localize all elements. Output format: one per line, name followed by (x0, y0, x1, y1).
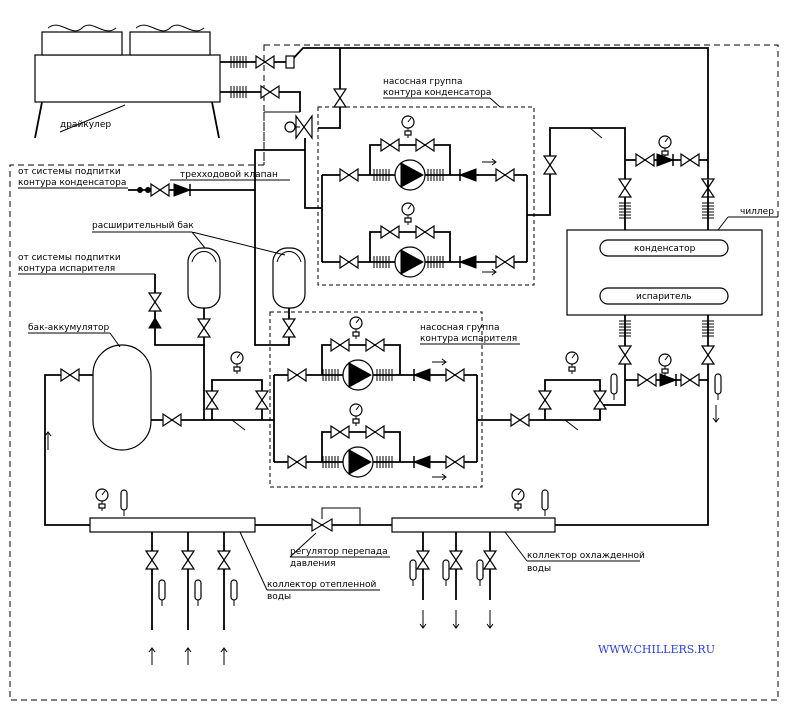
heated-collector-label-1: коллектор отепленной (267, 580, 376, 590)
condenser-return-valve[interactable] (543, 155, 557, 175)
chilled-collector-branch-1 (409, 532, 430, 629)
condenser-makeup-label-1: от системы подпитки (18, 167, 121, 177)
condenser-label: конденсатор (634, 244, 696, 254)
evaporator-pump-group (269, 311, 483, 488)
condenser-pump1-inlet-valve[interactable] (339, 168, 359, 182)
drycooler (34, 24, 221, 139)
condenser-pump-2[interactable] (394, 246, 426, 278)
condenser-pump-1[interactable] (394, 159, 426, 191)
expansion-tank-evaporator (187, 247, 221, 309)
heated-collector-label-2: воды (267, 592, 291, 602)
expansion-tank-condenser (272, 247, 306, 309)
condenser-pump-group-label-2: контура конденсатора (383, 88, 491, 98)
evaporator-pump-2[interactable] (342, 446, 374, 478)
heated-collector-branch-1 (145, 532, 166, 665)
condenser-pump-group (317, 106, 535, 286)
drycooler-inlet-valve[interactable] (260, 85, 280, 99)
evap-pump1-inlet-valve[interactable] (287, 368, 307, 382)
condenser (599, 239, 729, 257)
bypass-valve[interactable] (333, 88, 347, 108)
accumulator-outlet-valve[interactable] (162, 413, 182, 427)
condenser-pump2-outlet-valve[interactable] (495, 255, 515, 269)
heated-collector-branch-2 (181, 532, 202, 665)
evaporator-makeup-label-2: контура испарителя (18, 264, 115, 274)
evaporator-pump-group-label-2: контура испарителя (420, 334, 517, 344)
chilled-collector-branch-3 (476, 532, 497, 629)
condenser-pump-group-label-1: насосная группа (383, 77, 463, 87)
evaporator-makeup-valve[interactable] (148, 292, 162, 312)
condenser-inlet-valve[interactable] (618, 178, 632, 198)
drycooler-outlet-valve[interactable] (255, 55, 275, 69)
chilled-collector-label-2: воды (527, 564, 551, 574)
three-way-valve[interactable] (284, 114, 313, 140)
pressure-regulator-label-1: регулятор перепада (290, 547, 388, 557)
chilled-water-collector (391, 517, 556, 533)
drycooler-label: драйкулер (60, 120, 111, 130)
evaporator-outlet-valve[interactable] (701, 345, 715, 365)
condenser-makeup-label-2: контура конденсатора (18, 178, 126, 188)
accumulator-inlet-valve[interactable] (60, 368, 80, 382)
evaporator-label: испаритель (636, 292, 692, 302)
condenser-makeup-valve[interactable] (150, 183, 170, 197)
expansion-tank-label: расширительный бак (92, 221, 194, 231)
evaporator-pump-group-label-1: насосная группа (420, 323, 500, 333)
pressure-regulator-label-2: давления (290, 559, 335, 569)
heated-water-collector (89, 517, 256, 533)
evaporator-pump-1[interactable] (342, 359, 374, 391)
pressure-differential-regulator[interactable] (311, 507, 361, 533)
accumulator-tank (92, 344, 152, 451)
accumulator-tank-label: бак-аккумулятор (28, 323, 109, 333)
evap-pump2-inlet-valve[interactable] (287, 455, 307, 469)
evaporator-return-valve[interactable] (510, 413, 530, 427)
website-watermark: WWW.CHILLERS.RU (598, 643, 715, 656)
chiller-label: чиллер (740, 207, 774, 217)
condenser-pump1-outlet-valve[interactable] (495, 168, 515, 182)
evaporator-inlet-valve[interactable] (618, 345, 632, 365)
chilled-collector-branch-2 (442, 532, 463, 629)
evaporator-makeup-label-1: от системы подпитки (18, 253, 121, 263)
evaporator (599, 287, 729, 305)
evap-pump2-outlet-valve[interactable] (445, 455, 465, 469)
heated-collector-branch-3 (217, 532, 238, 665)
three-way-valve-label: трехходовой клапан (180, 170, 278, 180)
condenser-pump2-inlet-valve[interactable] (339, 255, 359, 269)
evap-pump1-outlet-valve[interactable] (445, 368, 465, 382)
chilled-collector-label-1: коллектор охлажденной (527, 551, 645, 561)
